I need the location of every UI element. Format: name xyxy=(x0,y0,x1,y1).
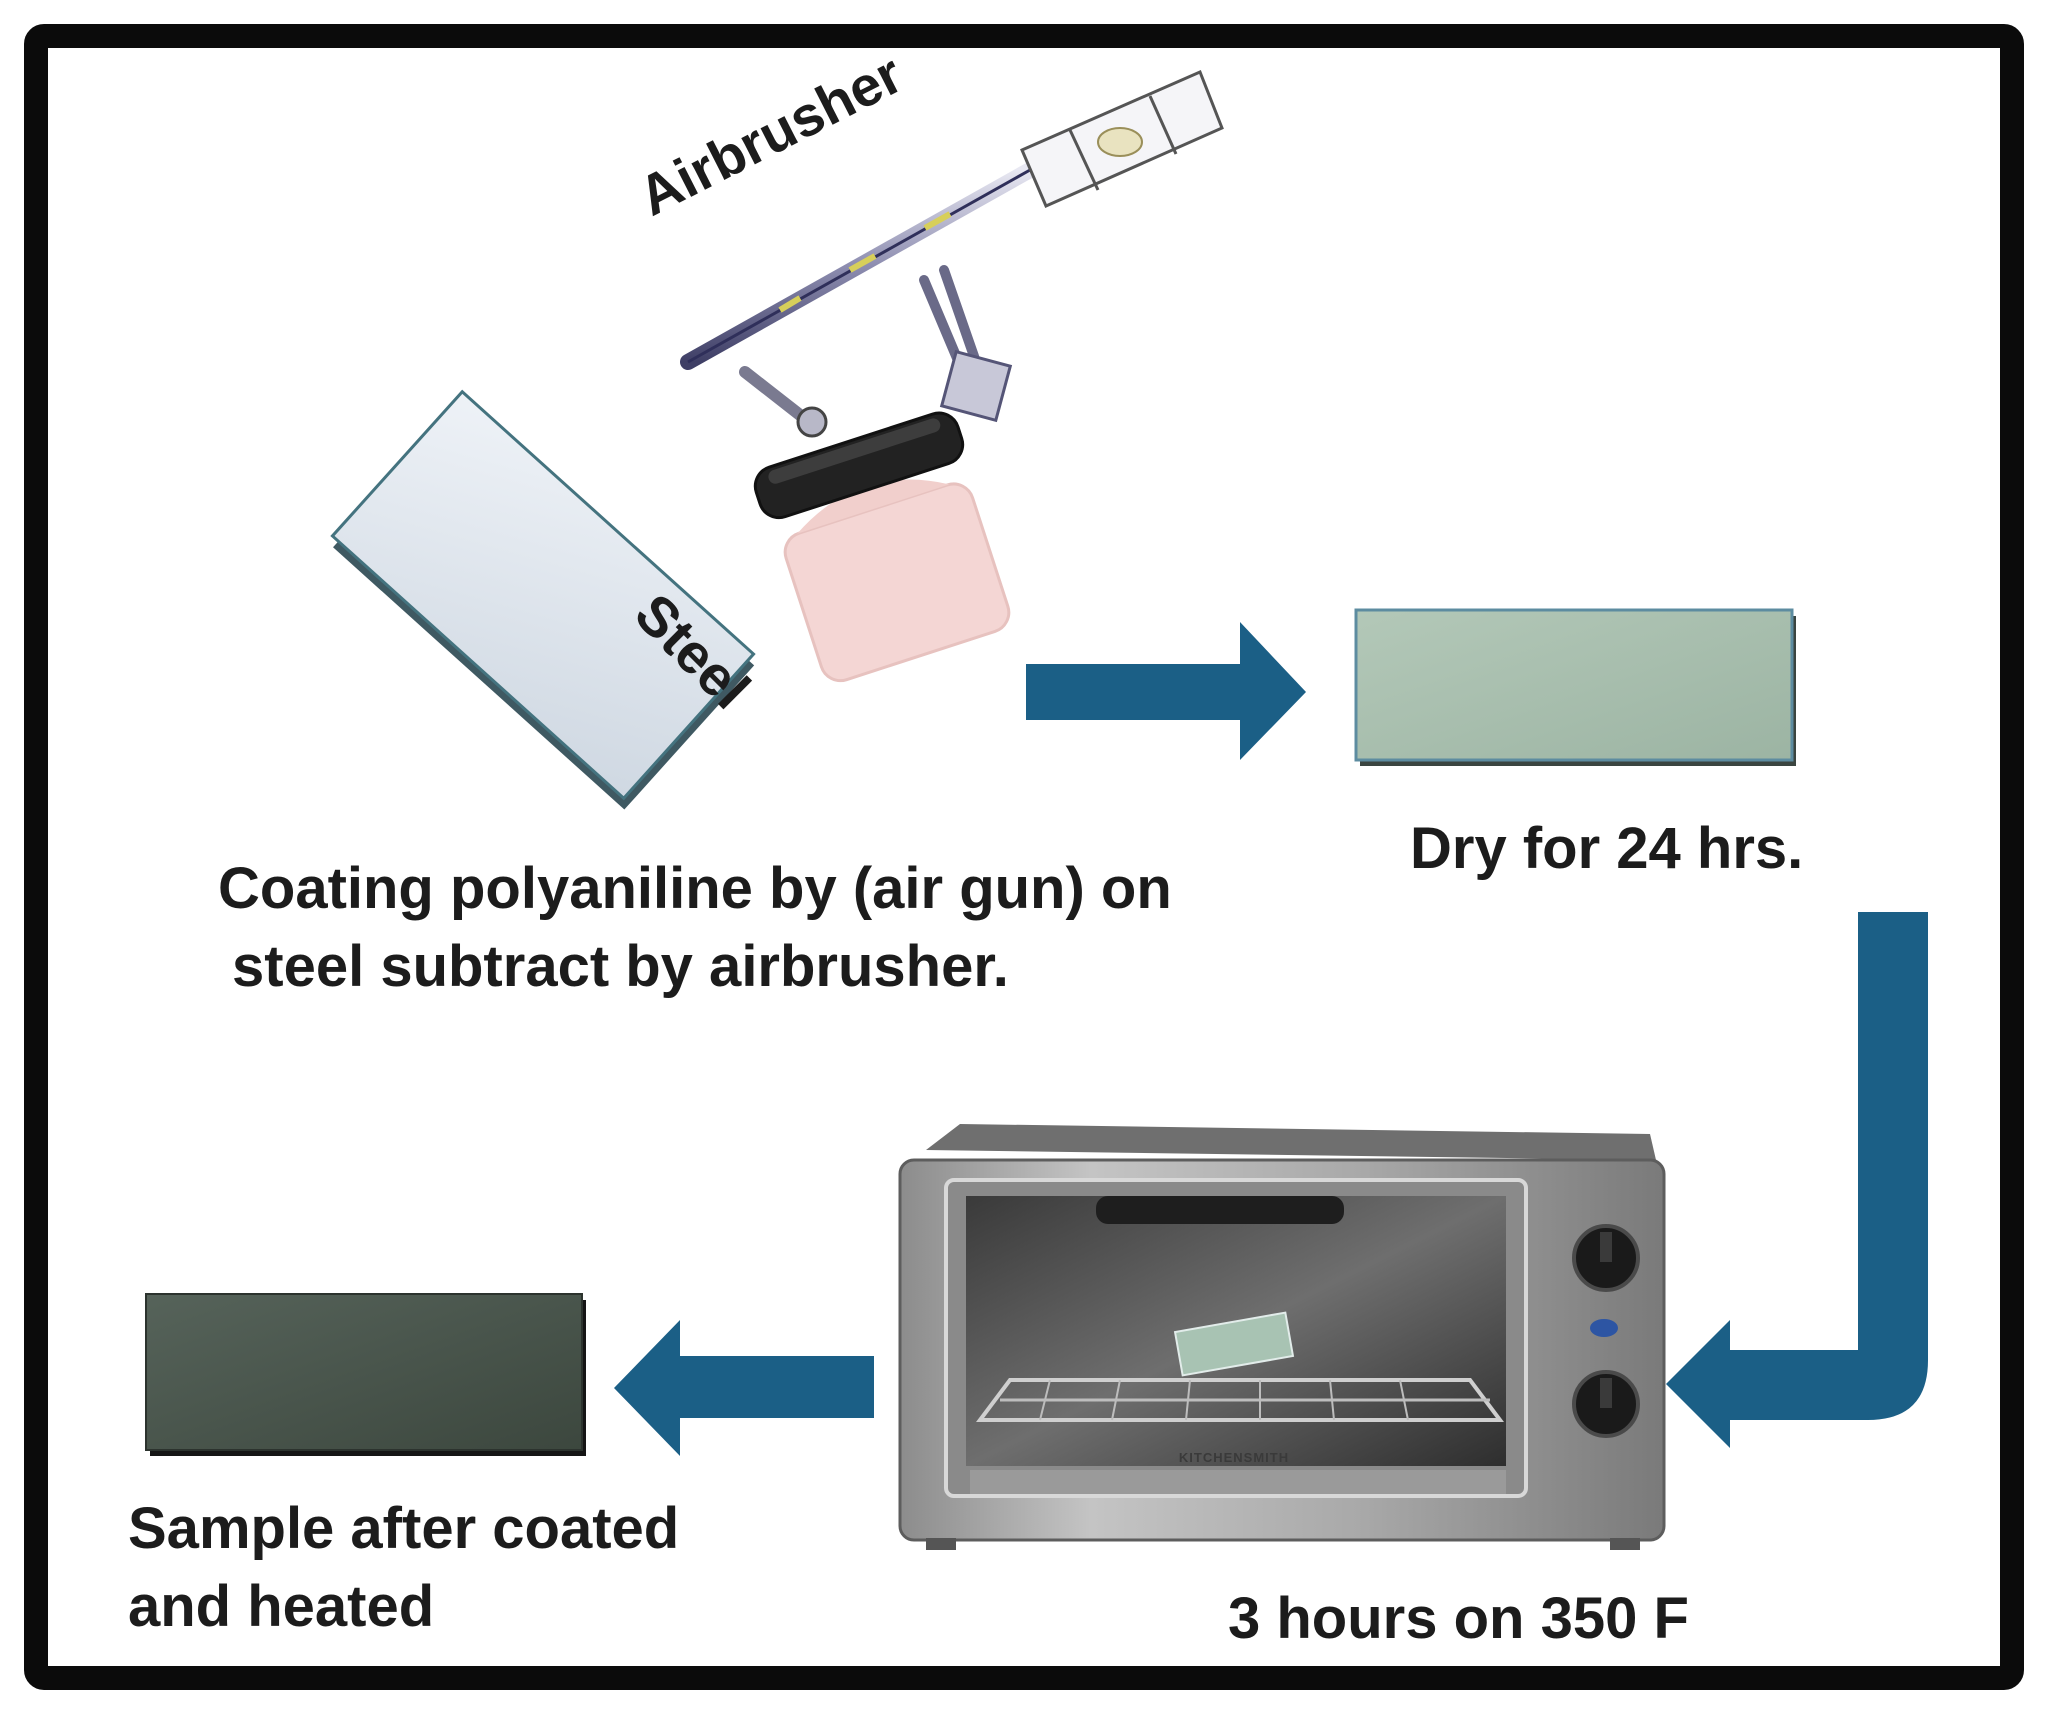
oven-brand-label: KITCHENSMITH xyxy=(1179,1450,1289,1465)
arrow-to-drying xyxy=(1026,622,1306,760)
toaster-oven-icon xyxy=(898,1124,1666,1550)
dried-plate xyxy=(1354,608,1796,766)
airbrush-icon xyxy=(680,70,1224,438)
oven-caption: 3 hours on 350 F xyxy=(1228,1586,1689,1651)
sample-caption-line1: Sample after coated xyxy=(128,1496,680,1561)
heated-sample-plate xyxy=(145,1293,586,1456)
coating-caption-line2: steel subtract by airbrusher. xyxy=(232,934,1009,999)
arrow-to-oven xyxy=(1666,912,1928,1448)
sample-caption-line2: and heated xyxy=(128,1574,435,1639)
steel-plate xyxy=(330,389,756,810)
paint-bottle-icon xyxy=(753,411,1011,683)
arrow-to-sample xyxy=(614,1320,874,1456)
coating-caption-line1: Coating polyaniline by (air gun) on xyxy=(218,856,1172,921)
dry-caption: Dry for 24 hrs. xyxy=(1410,816,1804,881)
